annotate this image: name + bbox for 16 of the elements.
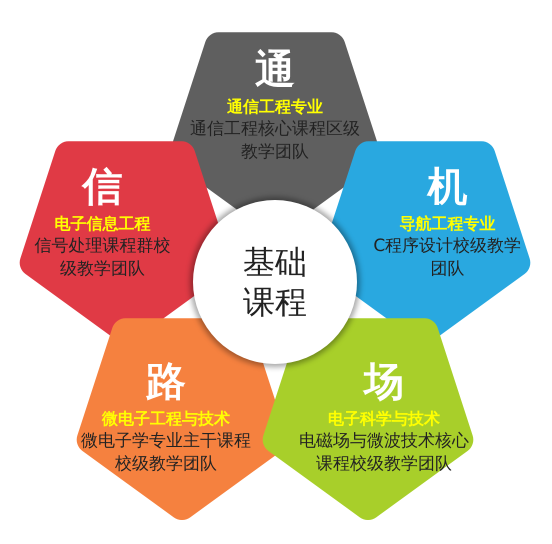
petal-heading: 微电子工程与技术 <box>102 408 230 430</box>
petal-letter: 场 <box>364 358 404 406</box>
petal-description: 信号处理课程群校级教学团队 <box>34 235 172 282</box>
petal-letter: 机 <box>427 163 468 212</box>
petal-letter: 路 <box>146 358 186 406</box>
petal-heading: 电子信息工程 <box>54 213 151 236</box>
petal-description: 通信工程核心课程区级教学团队 <box>190 118 360 164</box>
petal-letter: 信 <box>82 163 123 212</box>
petal-heading: 电子科学与技术 <box>328 408 440 430</box>
petal-description: 微电子学专业主干课程校级教学团队 <box>80 430 252 476</box>
center-title: 基础课程 <box>242 242 308 322</box>
petal-description: 电磁场与微波技术核心课程校级教学团队 <box>298 430 470 476</box>
petal-description: C程序设计校级教学团队 <box>372 235 522 282</box>
petal-heading: 导航工程专业 <box>399 213 496 236</box>
petal-heading: 通信工程专业 <box>227 96 323 118</box>
petal-letter: 通 <box>255 46 295 94</box>
